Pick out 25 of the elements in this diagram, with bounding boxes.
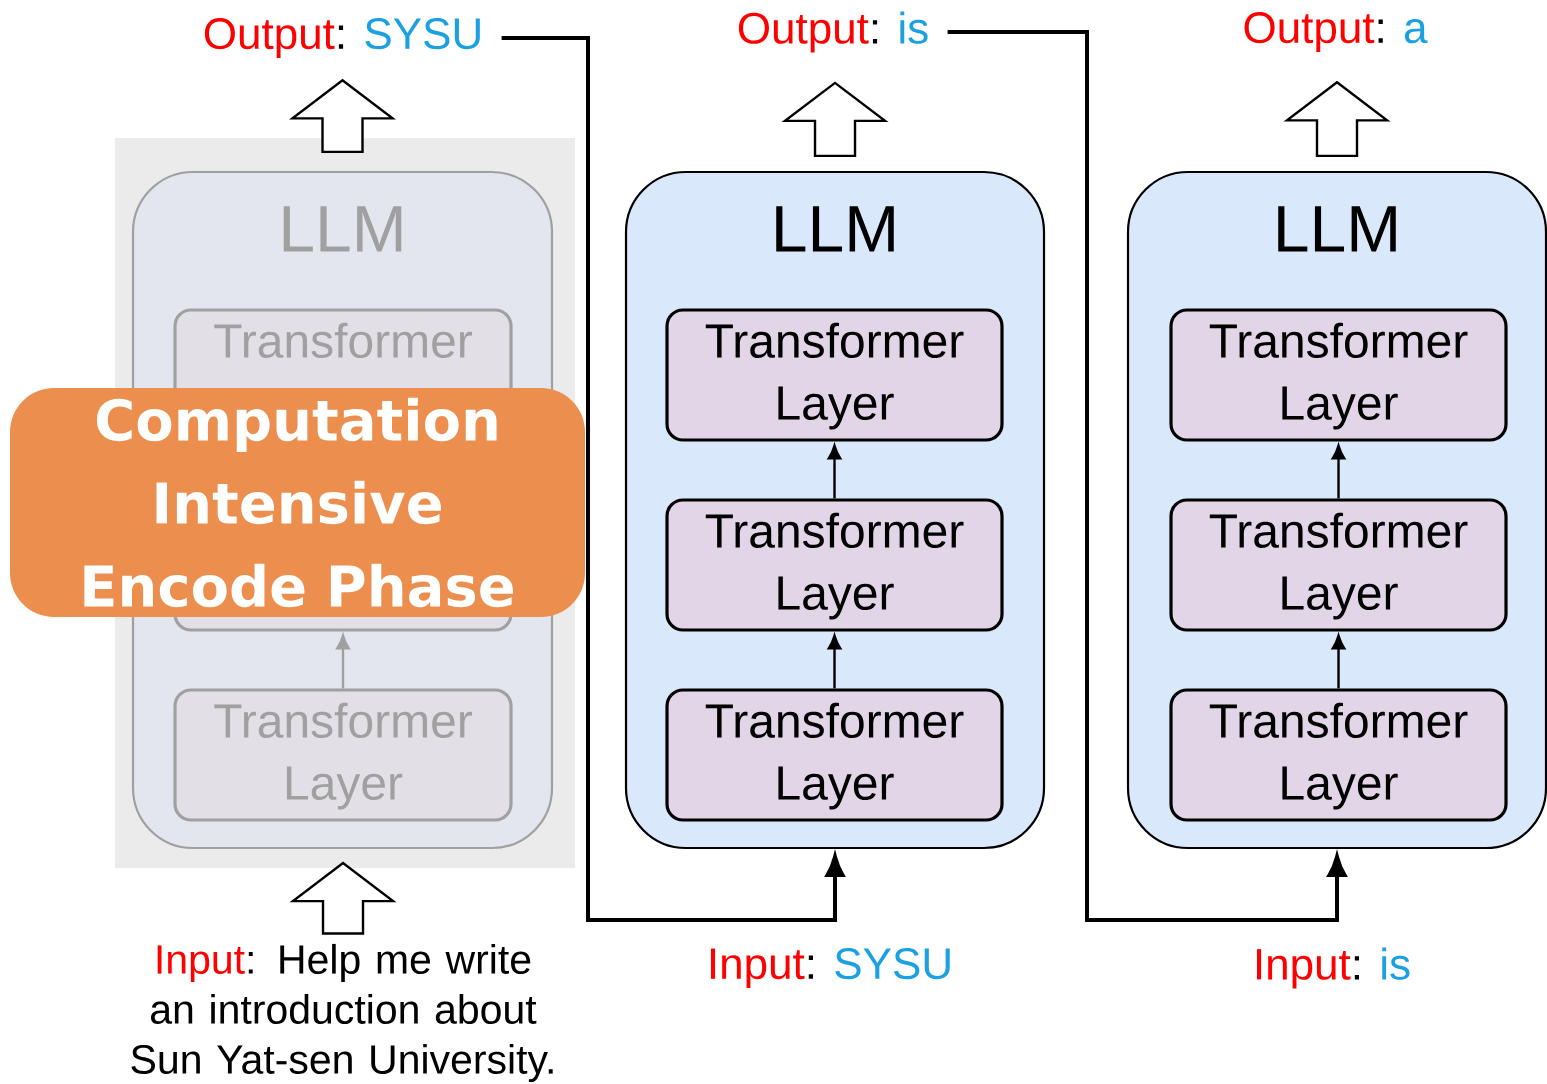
layer-box: Transformer Layer [665, 308, 1004, 442]
arrow [827, 634, 842, 689]
layer-box: Transformer Layer [665, 688, 1004, 822]
io-label: Output: is [738, 11, 928, 53]
io-label: Output: a [1244, 12, 1428, 52]
hollow-arrow [288, 78, 397, 154]
io-label: Input: SYSU [710, 948, 950, 988]
layer-box: Transformer Layer [1169, 498, 1508, 632]
arrow [1331, 444, 1346, 499]
hollow-arrow [1283, 80, 1391, 158]
layer-box: Transformer Layer [1169, 308, 1508, 442]
arrow [947, 30, 1347, 922]
arrow [501, 36, 845, 922]
arrow [336, 634, 350, 689]
hollow-arrow [289, 861, 397, 935]
phase-tooltip: Computation Intensive Encode Phase [10, 388, 585, 617]
layer-box: Transformer Layer [173, 688, 513, 822]
arrow [1331, 634, 1346, 689]
input-label: Input: Help me write an introduction about Sun Yat-sen University. [131, 943, 553, 1083]
arrow [827, 444, 842, 499]
io-label: Output: SYSU [204, 18, 480, 58]
hollow-arrow [781, 81, 889, 158]
layer-box: Transformer Layer [665, 498, 1004, 632]
io-label: Input: is [1257, 947, 1410, 989]
layer-box: Transformer Layer [1169, 688, 1508, 822]
